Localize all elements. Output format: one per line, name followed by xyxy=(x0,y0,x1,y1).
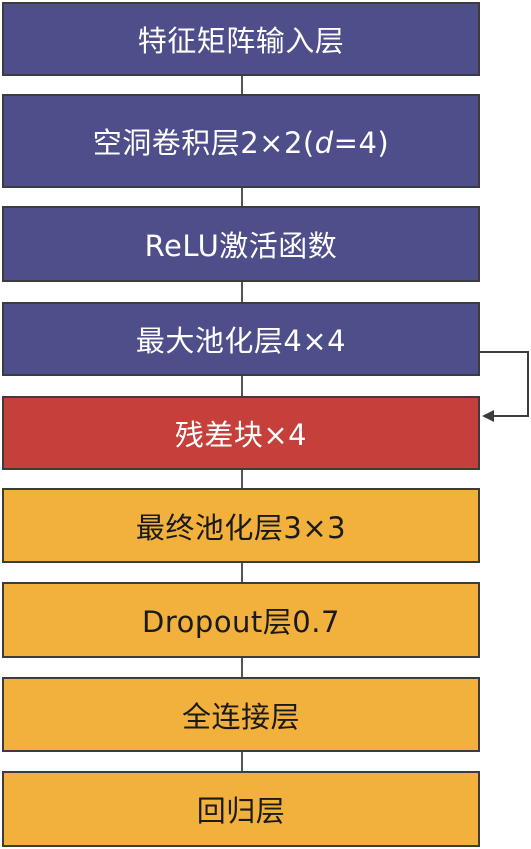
input-layer-label: 特征矩阵输入层 xyxy=(137,24,345,58)
fc-label: 全连接层 xyxy=(181,699,300,734)
final-pool-label: 最终池化层3×3 xyxy=(135,510,347,545)
maxpool-block: 最大池化层4×4 xyxy=(2,302,480,376)
dilated-conv-block: 空洞卷积层2×2(d=4) xyxy=(2,94,480,188)
regression-label: 回归层 xyxy=(196,794,286,828)
connector-line xyxy=(241,188,243,206)
connector-line xyxy=(241,752,243,771)
connector-line xyxy=(241,563,243,582)
residual-block: 残差块×4 xyxy=(2,396,480,470)
final-pool-block: 最终池化层3×3 xyxy=(2,488,480,563)
fc-block: 全连接层 xyxy=(2,677,480,752)
connector-line xyxy=(241,658,243,677)
connector-line xyxy=(241,282,243,302)
relu-block: ReLU激活函数 xyxy=(2,206,480,282)
dropout-label: Dropout层0.7 xyxy=(142,605,340,639)
residual-label: 残差块×4 xyxy=(174,418,308,452)
dropout-block: Dropout层0.7 xyxy=(2,582,480,658)
maxpool-label: 最大池化层4×4 xyxy=(135,324,347,358)
arrow-head-icon xyxy=(482,410,494,422)
relu-label: ReLU激活函数 xyxy=(144,229,338,263)
connector-line xyxy=(241,376,243,396)
connector-line xyxy=(241,470,243,488)
regression-block: 回归层 xyxy=(2,771,480,847)
dilated-conv-label: 空洞卷积层2×2(d=4) xyxy=(92,126,390,160)
input-layer-block: 特征矩阵输入层 xyxy=(2,2,480,76)
connector-line xyxy=(241,76,243,94)
